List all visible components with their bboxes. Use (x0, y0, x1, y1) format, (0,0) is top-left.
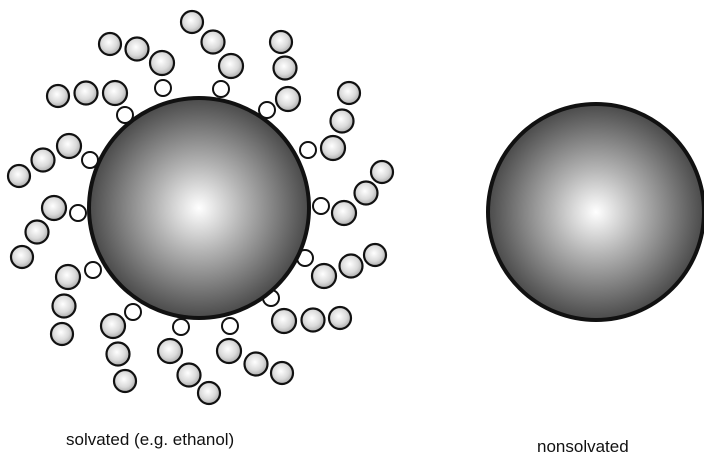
solvent-tail-bead (30, 147, 56, 173)
solvated-particle (87, 96, 311, 320)
solvent-tail-bead (51, 293, 77, 319)
solvent-tail-bead (243, 351, 269, 377)
solvent-head (124, 303, 142, 321)
solvent-head (299, 141, 317, 159)
solvent-tail-bead (176, 362, 202, 388)
solvent-molecule (99, 303, 142, 394)
solvent-molecule (262, 289, 353, 335)
solvent-tail-bead (215, 337, 243, 365)
solvent-molecule (179, 9, 245, 98)
solvent-tail-bead (353, 180, 379, 206)
solvent-head (84, 261, 102, 279)
solvent-tail-bead (327, 305, 353, 331)
solvent-molecule (299, 80, 362, 162)
solvent-head (116, 106, 134, 124)
solvent-tail-bead (112, 368, 138, 394)
solvent-molecule (45, 79, 134, 124)
solvent-tail-bead (319, 134, 347, 162)
solvent-tail-bead (300, 307, 326, 333)
solvent-molecule (9, 194, 87, 270)
solvent-molecule (258, 29, 302, 119)
solvent-tail-bead (329, 108, 355, 134)
solvent-tail-bead (156, 337, 184, 365)
solvent-head (154, 79, 172, 97)
solvent-tail-bead (336, 80, 362, 106)
solvent-tail-bead (45, 83, 71, 109)
solvent-molecule (215, 317, 295, 386)
solvent-molecule (156, 318, 222, 406)
solvent-tail-bead (310, 262, 338, 290)
solvent-tail-bead (40, 194, 68, 222)
solvent-tail-bead (73, 80, 99, 106)
solvent-head (312, 197, 330, 215)
solvent-tail-bead (99, 312, 127, 340)
solvent-tail-bead (148, 49, 176, 77)
solvent-head (212, 80, 230, 98)
solvent-tail-bead (101, 79, 129, 107)
solvent-shell (6, 9, 395, 406)
solvent-tail-bead (272, 55, 298, 81)
solvent-tail-bead (55, 132, 83, 160)
solvent-tail-bead (362, 242, 388, 268)
nonsolvated-particle (486, 102, 704, 322)
solvent-tail-bead (9, 244, 35, 270)
solvent-molecule (97, 31, 176, 97)
solvent-tail-bead (24, 219, 50, 245)
solvent-tail-bead (270, 307, 298, 335)
solvent-head (221, 317, 239, 335)
solvent-tail-bead (124, 36, 150, 62)
solvent-tail-bead (274, 85, 302, 113)
solvent-tail-bead (105, 341, 131, 367)
solvent-molecule (6, 132, 99, 189)
solvent-tail-bead (196, 380, 222, 406)
solvent-molecule (49, 261, 102, 347)
solvent-head (69, 204, 87, 222)
solvent-tail-bead (6, 163, 32, 189)
solvent-tail-bead (217, 52, 245, 80)
nonsolvated-caption: nonsolvated (537, 437, 629, 456)
solvent-tail-bead (97, 31, 123, 57)
solvent-tail-bead (330, 199, 358, 227)
solvent-tail-bead (338, 253, 364, 279)
solvent-tail-bead (49, 321, 75, 347)
solvent-head (172, 318, 190, 336)
solvent-molecule (312, 159, 395, 227)
solvent-tail-bead (54, 263, 82, 291)
solvent-molecule (296, 242, 388, 290)
solvated-caption: solvated (e.g. ethanol) (66, 430, 235, 449)
solvent-tail-bead (369, 159, 395, 185)
solvent-tail-bead (268, 29, 294, 55)
solvent-tail-bead (200, 29, 226, 55)
solvent-head (258, 101, 276, 119)
solvent-tail-bead (269, 360, 295, 386)
solvent-tail-bead (179, 9, 205, 35)
